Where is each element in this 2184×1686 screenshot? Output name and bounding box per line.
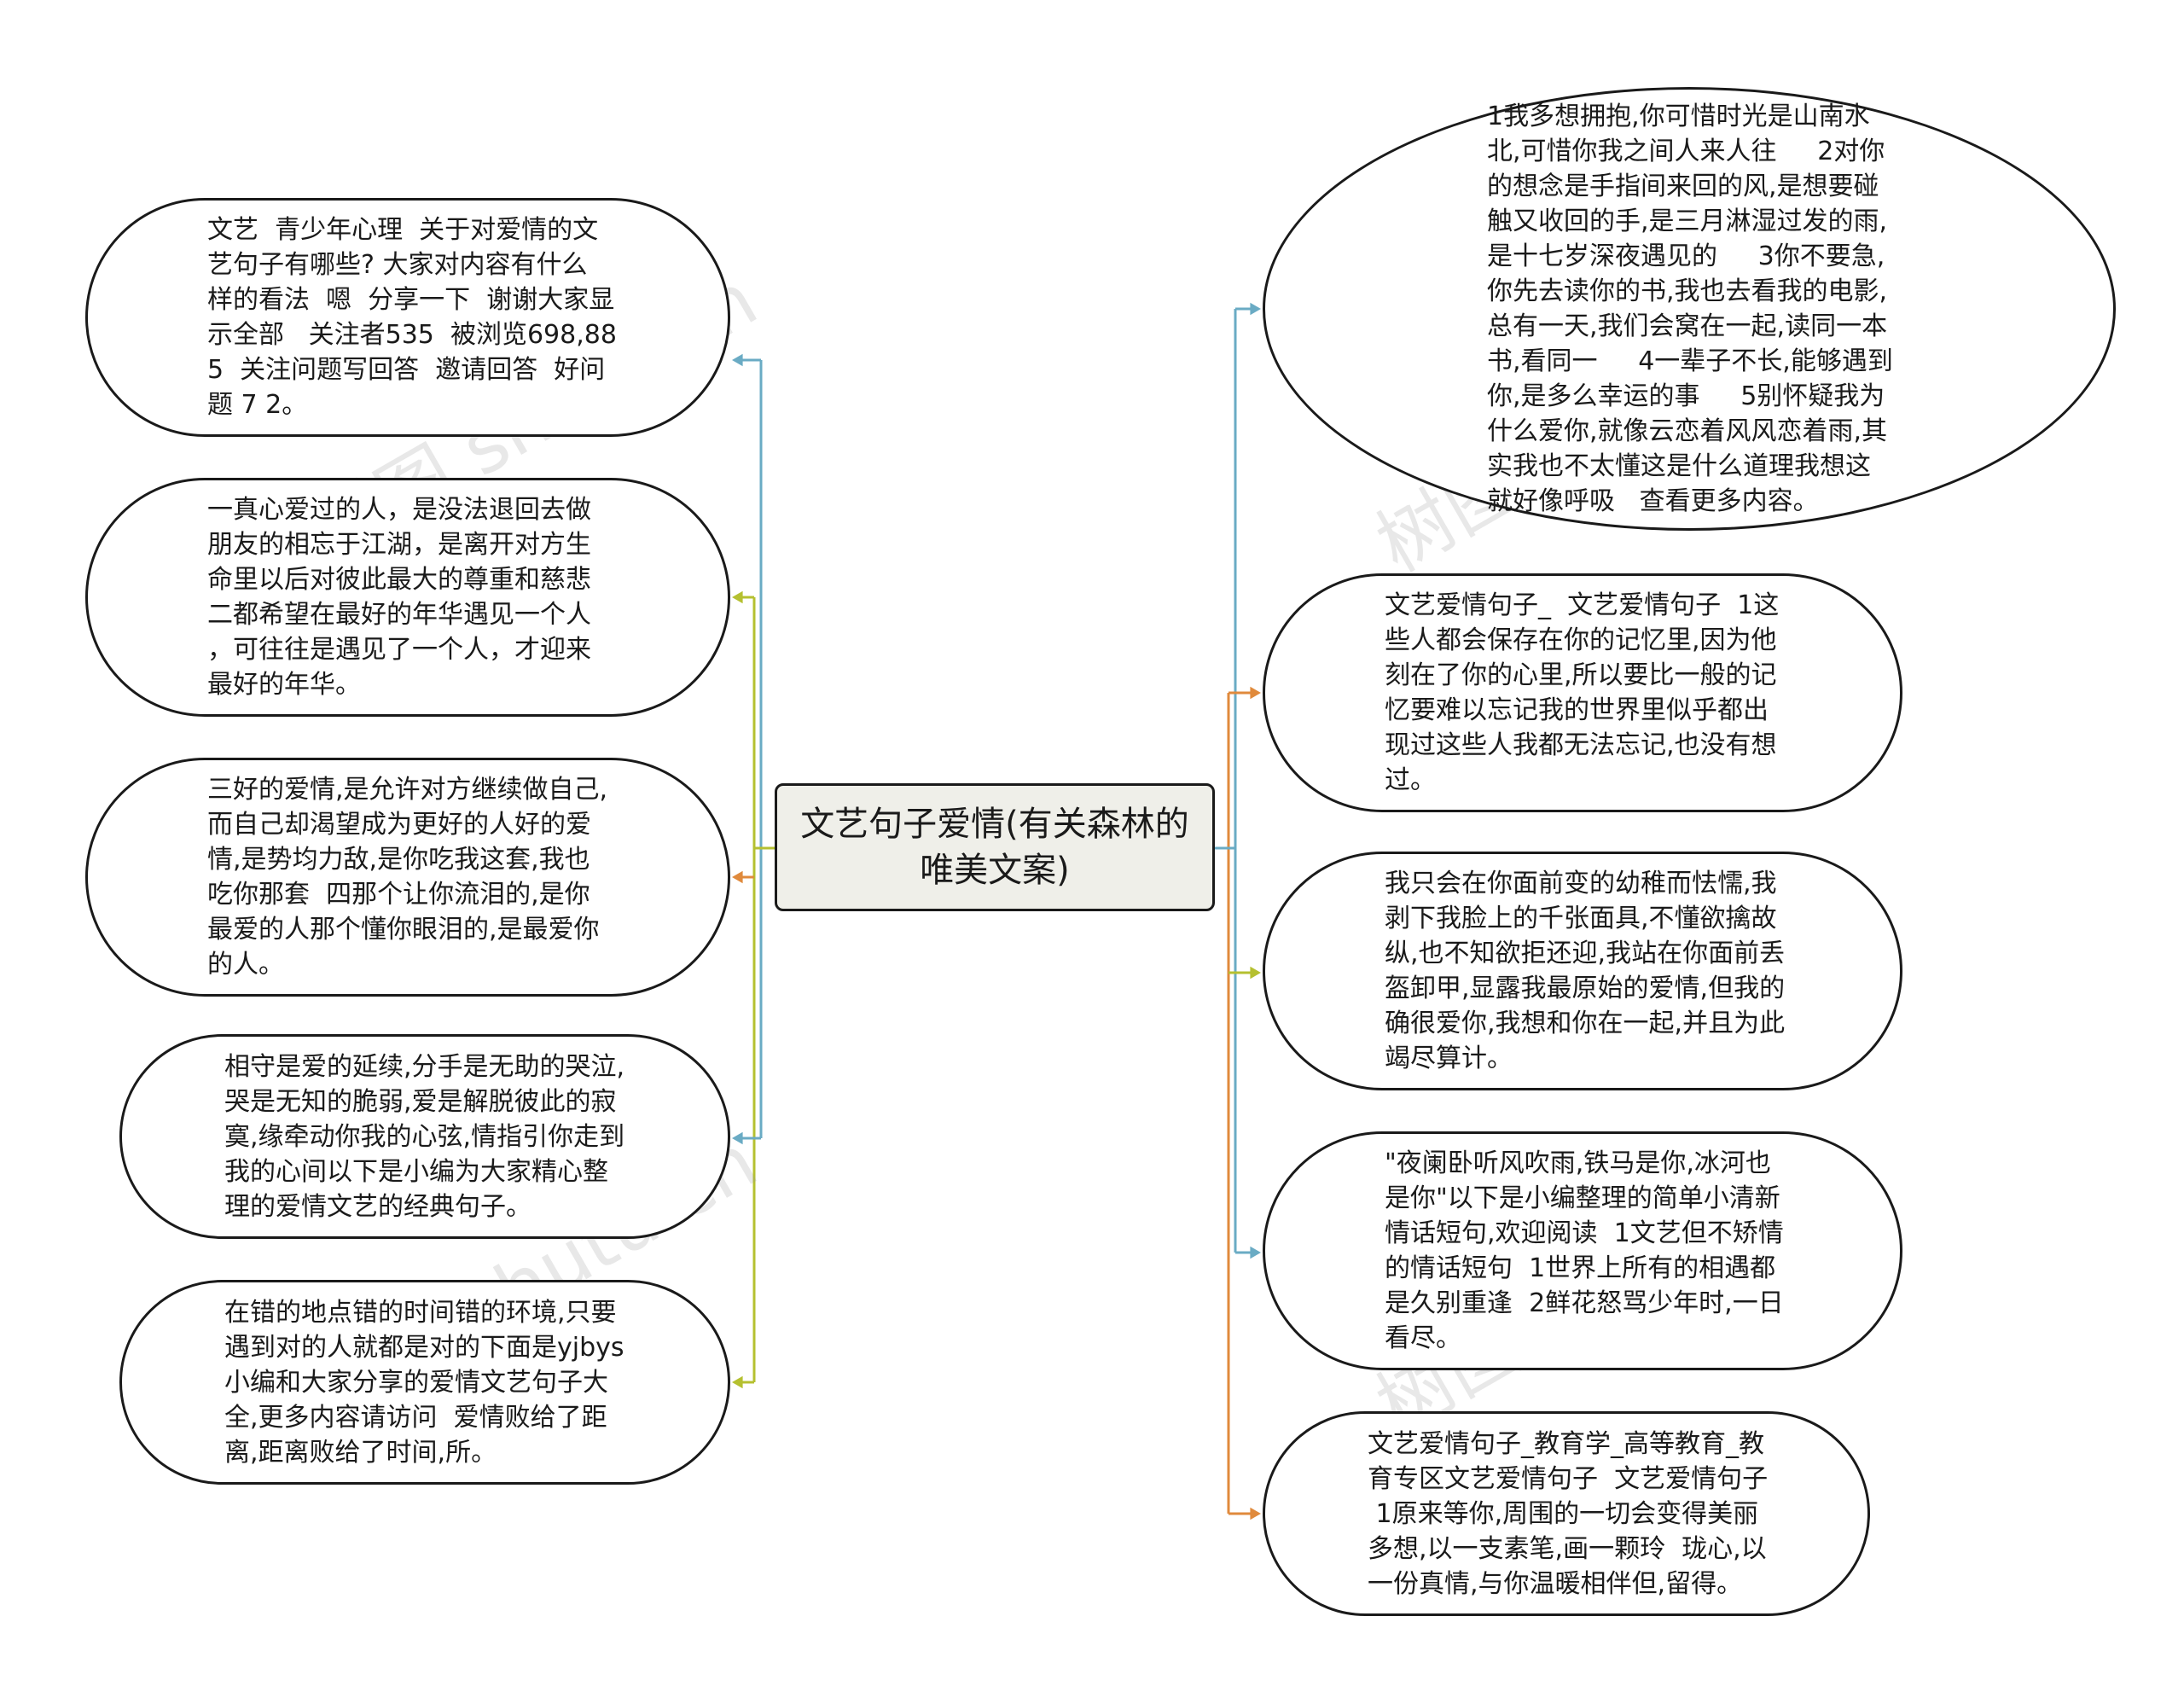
right-topic-label-5: 文艺爱情句子_教育学_高等教育_教 育专区文艺爱情句子 文艺爱情句子 1原来等你… [1368, 1428, 1769, 1599]
connector-arrowhead [732, 1131, 743, 1145]
right-topic-label-2: 文艺爱情句子_ 文艺爱情句子 1这 些人都会保存在你的记忆里,因为他 刻在了你的… [1385, 590, 1780, 795]
connector-arrowhead [732, 590, 743, 604]
left-topic-node-3[interactable]: 三好的爱情,是允许对方继续做自己, 而自己却渴望成为更好的人好的爱 情,是势均力… [85, 758, 730, 997]
connector-arrowhead [732, 1375, 743, 1389]
left-topic-label-4: 相守是爱的延续,分手是无助的哭泣, 哭是无知的脆弱,爱是解脱彼此的寂 寞,缘牵动… [224, 1051, 625, 1222]
left-topic-label-5: 在错的地点错的时间错的环境,只要 遇到对的人就都是对的下面是yjbys 小编和大… [224, 1297, 624, 1468]
right-topic-node-1[interactable]: 1我多想拥抱,你可惜时光是山南水 北,可惜你我之间人来人往 2对你 的想念是手指… [1263, 87, 2116, 531]
connector-arrowhead [1250, 1507, 1261, 1520]
connector-arrowhead [1250, 966, 1261, 980]
right-topic-label-4: "夜阑卧听风吹雨,铁马是你,冰河也 是你"以下是小编整理的简单小清新 情话短句,… [1385, 1148, 1784, 1353]
connector-arrowhead [732, 353, 743, 367]
left-topic-label-3: 三好的爱情,是允许对方继续做自己, 而自己却渴望成为更好的人好的爱 情,是势均力… [207, 775, 608, 980]
right-topic-node-4[interactable]: "夜阑卧听风吹雨,铁马是你,冰河也 是你"以下是小编整理的简单小清新 情话短句,… [1263, 1131, 1902, 1370]
center-topic-node[interactable]: 文艺句子爱情(有关森林的 唯美文案) [775, 783, 1215, 911]
left-topic-node-1[interactable]: 文艺 青少年心理 关于对爱情的文 艺句子有哪些? 大家对内容有什么 样的看法 嗯… [85, 198, 730, 437]
right-topic-label-3: 我只会在你面前变的幼稚而怯懦,我 剥下我脸上的千张面具,不懂欲擒故 纵,也不知欲… [1385, 869, 1786, 1073]
right-topic-node-5[interactable]: 文艺爱情句子_教育学_高等教育_教 育专区文艺爱情句子 文艺爱情句子 1原来等你… [1263, 1411, 1870, 1616]
left-topic-node-5[interactable]: 在错的地点错的时间错的环境,只要 遇到对的人就都是对的下面是yjbys 小编和大… [119, 1280, 730, 1485]
left-topic-label-2: 一真心爱过的人，是没法退回去做 朋友的相忘于江湖，是离开对方生 命里以后对彼此最… [207, 495, 591, 700]
center-topic-label: 文艺句子爱情(有关森林的 唯美文案) [800, 805, 1189, 890]
connector-arrowhead [1250, 686, 1261, 700]
left-topic-node-2[interactable]: 一真心爱过的人，是没法退回去做 朋友的相忘于江湖，是离开对方生 命里以后对彼此最… [85, 478, 730, 717]
left-topic-label-1: 文艺 青少年心理 关于对爱情的文 艺句子有哪些? 大家对内容有什么 样的看法 嗯… [207, 215, 617, 420]
left-topic-node-4[interactable]: 相守是爱的延续,分手是无助的哭泣, 哭是无知的脆弱,爱是解脱彼此的寂 寞,缘牵动… [119, 1034, 730, 1239]
connector-arrowhead [732, 870, 743, 884]
connector-arrowhead [1250, 1246, 1261, 1259]
right-topic-node-3[interactable]: 我只会在你面前变的幼稚而怯懦,我 剥下我脸上的千张面具,不懂欲擒故 纵,也不知欲… [1263, 852, 1902, 1090]
connector-arrowhead [1250, 302, 1261, 316]
right-topic-node-2[interactable]: 文艺爱情句子_ 文艺爱情句子 1这 些人都会保存在你的记忆里,因为他 刻在了你的… [1263, 573, 1902, 812]
right-topic-label-1: 1我多想拥抱,你可惜时光是山南水 北,可惜你我之间人来人往 2对你 的想念是手指… [1487, 102, 1893, 516]
